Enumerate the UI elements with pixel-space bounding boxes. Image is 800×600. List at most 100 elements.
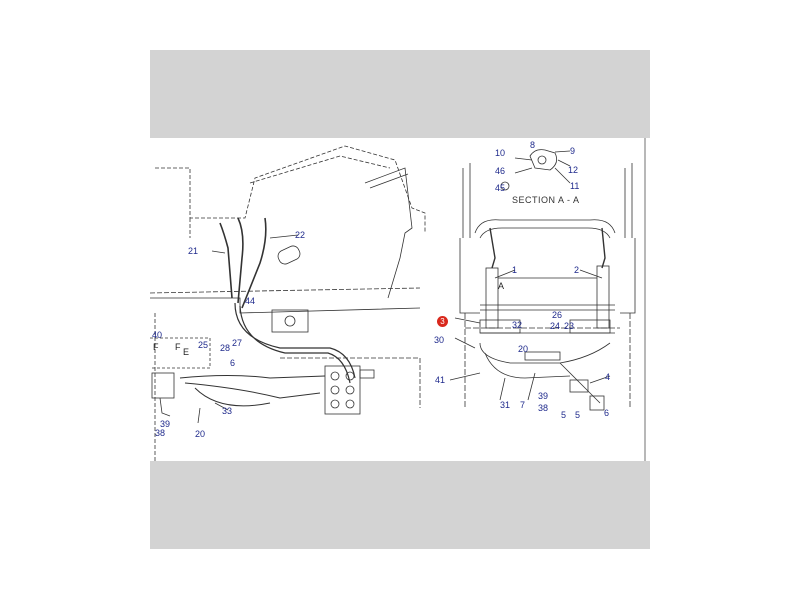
callout-label: 41 bbox=[435, 375, 446, 385]
hose-3 bbox=[179, 375, 326, 379]
callout-label: 4 bbox=[605, 372, 611, 382]
callout-label: 10 bbox=[495, 148, 506, 158]
callout-label: 27 bbox=[232, 338, 243, 348]
callout-label: 33 bbox=[222, 406, 233, 416]
lower-box-left bbox=[479, 319, 521, 334]
lever-22 bbox=[241, 217, 267, 309]
leader bbox=[214, 402, 229, 411]
boom-arm-inner bbox=[369, 173, 409, 189]
detail-ring bbox=[500, 181, 510, 191]
valve-port bbox=[345, 385, 355, 395]
cylinder-2 bbox=[596, 265, 610, 329]
deck-line bbox=[150, 287, 421, 294]
callout-label: 25 bbox=[198, 340, 209, 350]
fitting-5 bbox=[569, 379, 589, 393]
pump-body bbox=[151, 372, 175, 399]
valve-port bbox=[330, 385, 340, 395]
cylinder-1 bbox=[485, 267, 499, 329]
cyl-top-right bbox=[601, 227, 606, 269]
block-20 bbox=[524, 351, 561, 361]
fitting-6 bbox=[589, 395, 605, 411]
callout-label: 45 bbox=[495, 183, 506, 193]
callout-label: 38 bbox=[538, 403, 549, 413]
left-bracket bbox=[150, 337, 211, 369]
control-box bbox=[271, 309, 309, 333]
callout-label: 12 bbox=[568, 165, 579, 175]
detail-clamp bbox=[529, 149, 558, 171]
callout-label: 7 bbox=[520, 400, 526, 410]
callout-label: 6 bbox=[604, 408, 610, 418]
callout-label: 5 bbox=[561, 410, 567, 420]
callout-label: 32 bbox=[512, 320, 523, 330]
top-bridge-inner bbox=[479, 227, 611, 239]
valve-port bbox=[330, 399, 340, 409]
callout-label: 23 bbox=[564, 321, 575, 331]
lower-hose bbox=[484, 352, 571, 379]
callout-label: 2 bbox=[574, 265, 580, 275]
callout-label: 20 bbox=[195, 429, 206, 439]
callout-label: 6 bbox=[230, 358, 236, 368]
callout-label: 39 bbox=[160, 419, 171, 429]
top-bridge bbox=[474, 219, 616, 234]
leaders-right bbox=[449, 269, 611, 401]
hydraulic-diagram-panel: SECTION A - A 3 22 21 44 27 28 25 40 F F… bbox=[150, 138, 650, 461]
section-title: SECTION A - A bbox=[512, 195, 580, 205]
left-frame-post bbox=[459, 163, 480, 314]
cab-roof-inner bbox=[249, 155, 391, 184]
callout-label: 5 bbox=[575, 410, 581, 420]
callout-label: 39 bbox=[538, 391, 549, 401]
valve-port bbox=[330, 371, 340, 381]
cyl-top-left bbox=[489, 227, 496, 269]
drain-line bbox=[559, 362, 601, 404]
callout-label: F bbox=[175, 342, 181, 352]
diagram-linework bbox=[150, 138, 646, 461]
control-knob bbox=[284, 315, 296, 327]
detail-leaders bbox=[514, 150, 571, 184]
valve-block bbox=[324, 365, 361, 415]
frame-line bbox=[150, 297, 421, 314]
lower-box-right bbox=[569, 319, 611, 334]
callout-label: 20 bbox=[518, 344, 529, 354]
callout-label: 30 bbox=[434, 335, 445, 345]
bottom-gray-band bbox=[150, 461, 650, 549]
lever-grip bbox=[277, 245, 301, 265]
callout-label: 1 bbox=[512, 265, 518, 275]
lever-21 bbox=[219, 222, 233, 299]
pump-line bbox=[159, 397, 171, 417]
callout-label: 8 bbox=[530, 140, 536, 150]
valve-fitting bbox=[359, 369, 375, 379]
callout-label: 40 bbox=[152, 330, 163, 340]
callout-label: 22 bbox=[295, 230, 306, 240]
lower-loop bbox=[479, 342, 611, 364]
callout-label: A bbox=[498, 281, 505, 291]
callout-label: 21 bbox=[188, 246, 199, 256]
hose-5 bbox=[194, 387, 271, 407]
callout-label: 24 bbox=[550, 321, 561, 331]
cab-outline bbox=[155, 145, 426, 233]
crossmember bbox=[480, 304, 615, 311]
detail-bolt bbox=[537, 155, 547, 165]
hose-2 bbox=[239, 305, 351, 384]
lower-frame bbox=[280, 357, 421, 408]
callout-label: F bbox=[153, 342, 159, 352]
leader bbox=[211, 250, 226, 254]
right-frame-post bbox=[620, 163, 636, 314]
callout-label: 9 bbox=[570, 146, 576, 156]
callout-label: 26 bbox=[552, 310, 563, 320]
callout-label: 11 bbox=[570, 181, 580, 191]
callout-label: E bbox=[183, 347, 190, 357]
lever-center bbox=[237, 217, 244, 304]
leader bbox=[197, 407, 201, 424]
callout-label: 38 bbox=[155, 428, 166, 438]
highlight-marker[interactable]: 3 bbox=[437, 316, 448, 327]
callout-label: 31 bbox=[500, 400, 511, 410]
callout-label: 28 bbox=[220, 343, 231, 353]
callout-label: 44 bbox=[245, 296, 256, 306]
valve-port bbox=[345, 371, 355, 381]
valve-port bbox=[345, 399, 355, 409]
hose-1 bbox=[234, 302, 356, 379]
boom-arm bbox=[364, 167, 413, 299]
callout-label: 46 bbox=[495, 166, 506, 176]
hose-4 bbox=[184, 382, 321, 399]
leader bbox=[269, 234, 299, 239]
